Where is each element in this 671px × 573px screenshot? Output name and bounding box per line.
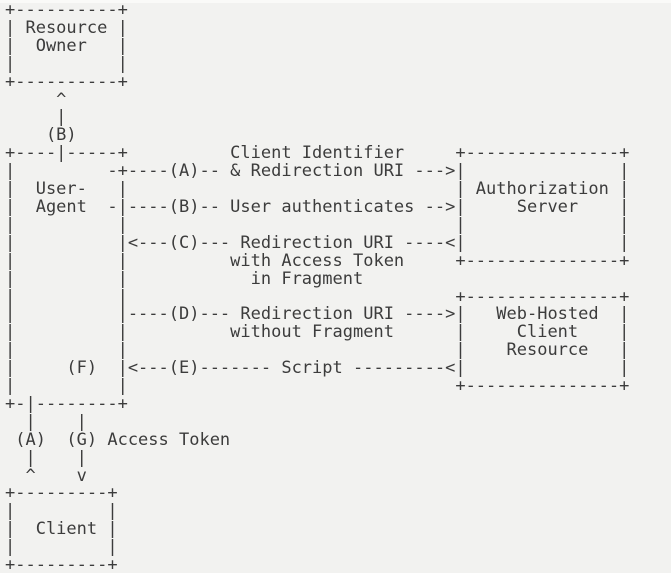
window-top-edge [0,0,671,3]
